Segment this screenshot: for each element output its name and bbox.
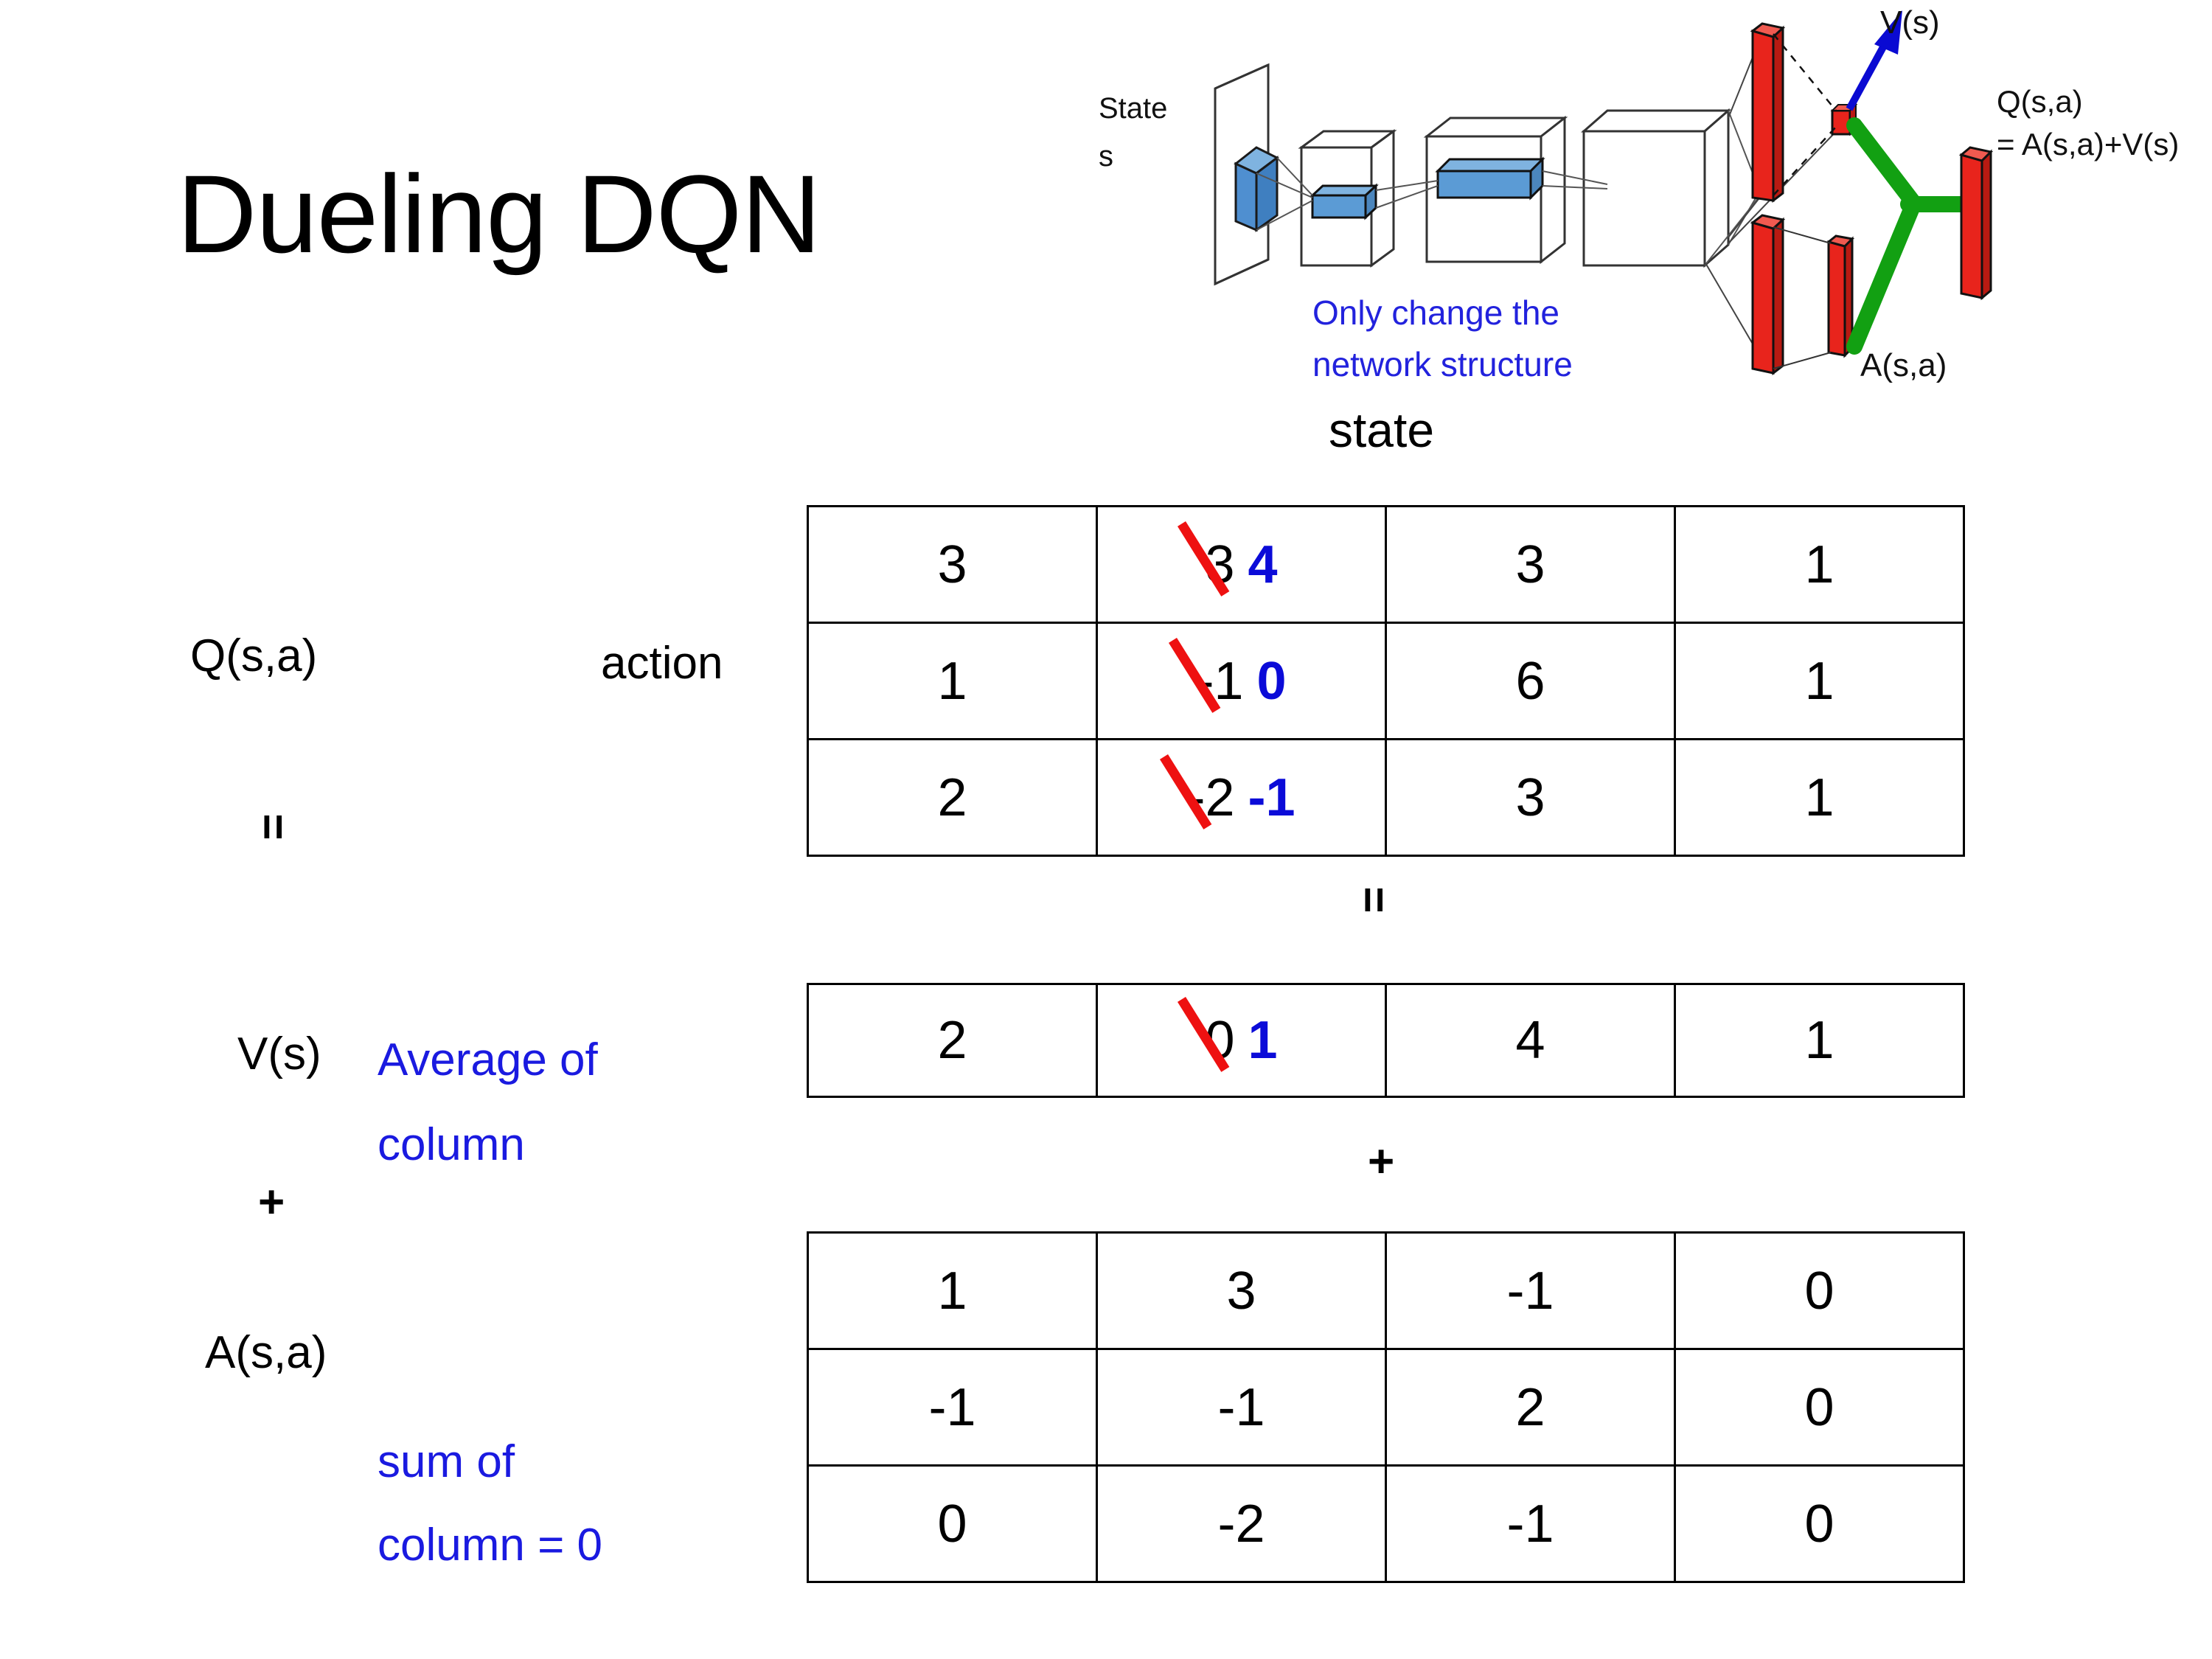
a-table: 1 3 -1 0 -1 -1 2 0 0 -2 -1 0 [807,1231,1965,1583]
v-cell-r0c0[interactable]: 2 [807,983,1098,1098]
value-stream-bar-icon [1750,22,1786,204]
conv-block-1-icon [1298,129,1397,268]
a-cell-r1c2[interactable]: 2 [1385,1348,1676,1467]
advantage-vector-bar-icon [1826,234,1855,358]
diagram-v-label: V(s) [1880,4,1940,41]
table-row: 3 3 4 3 1 [807,505,1965,624]
equals-sign-between-q-and-v: = [1349,874,1399,926]
q-label: Q(s,a) [190,630,318,681]
table-row: 2 0 1 4 1 [807,983,1965,1098]
a-cell-r2c3[interactable]: 0 [1674,1464,1965,1583]
v-cell-r0c1-old: 0 [1205,1011,1235,1070]
q-cell-r2c1-new: -1 [1248,768,1295,827]
q-cell-r2c3[interactable]: 1 [1674,738,1965,857]
table-row: 2 -2 -1 3 1 [807,738,1965,857]
plus-glyph-mid: + [1368,1136,1395,1187]
a-cell-r0c2[interactable]: -1 [1385,1231,1676,1350]
a-note-line2: column = 0 [378,1520,603,1571]
page-title: Dueling DQN [177,152,821,276]
q-cell-r0c0[interactable]: 3 [807,505,1098,624]
q-cell-r2c2[interactable]: 3 [1385,738,1676,857]
merge-connector-icon [1846,117,1969,355]
plus-sign-left: + [258,1176,285,1228]
v-cell-r0c3[interactable]: 1 [1674,983,1965,1098]
a-cell-r2c0[interactable]: 0 [807,1464,1098,1583]
equals-glyph: = [247,813,299,841]
q-cell-r0c1-new: 4 [1248,535,1278,594]
diagram-a-label: A(s,a) [1860,347,1947,383]
q-cell-r0c1-old: 3 [1205,535,1235,594]
diagram-note-line1: Only change the [1312,293,1559,332]
q-cell-r2c0[interactable]: 2 [807,738,1098,857]
q-cell-r2c1-old: -2 [1187,768,1235,827]
q-cell-r1c0[interactable]: 1 [807,622,1098,740]
a-cell-r0c1[interactable]: 3 [1096,1231,1387,1350]
a-cell-r2c2[interactable]: -1 [1385,1464,1676,1583]
a-cell-r1c0[interactable]: -1 [807,1348,1098,1467]
v-table: 2 0 1 4 1 [807,983,1965,1098]
diagram-note-line2: network structure [1312,345,1573,383]
v-cell-r0c2[interactable]: 4 [1385,983,1676,1098]
dueling-network-diagram: State s V(s) A(s,a) Q(s,a) = A(s,a)+V(s)… [1091,0,2212,413]
q-cell-r1c1-old: -1 [1196,651,1244,711]
q-cell-r1c1[interactable]: -1 0 [1096,622,1387,740]
a-cell-r0c0[interactable]: 1 [807,1231,1098,1350]
v-label: V(s) [237,1029,321,1079]
table-row: 1 -1 0 6 1 [807,622,1965,740]
diagram-state-label-line2: s [1099,140,1113,173]
conv-block-2-icon [1423,115,1568,265]
a-cell-r2c1[interactable]: -2 [1096,1464,1387,1583]
diagram-state-label-line1: State [1099,92,1167,125]
q-cell-r1c3[interactable]: 1 [1674,622,1965,740]
input-patch-icon [1234,146,1279,232]
plus-sign-between-v-and-a: + [1368,1135,1394,1188]
table-row: -1 -1 2 0 [807,1348,1965,1467]
equals-sign-q-to-va: = [248,801,299,853]
q-cell-r2c1[interactable]: -2 -1 [1096,738,1387,857]
q-cell-r1c1-new: 0 [1256,651,1287,711]
diagram-q-label-line2: = A(s,a)+V(s) [1997,127,2179,161]
q-output-bar-icon [1958,146,1994,301]
q-cell-r1c2[interactable]: 6 [1385,622,1676,740]
a-note-line1: sum of [378,1436,515,1487]
v-note-line2: column [378,1119,525,1170]
table-row: 1 3 -1 0 [807,1231,1965,1350]
a-cell-r1c3[interactable]: 0 [1674,1348,1965,1467]
action-axis-label: action [601,638,723,689]
q-cell-r0c1[interactable]: 3 4 [1096,505,1387,624]
v-note-line1: Average of [378,1034,598,1085]
v-output-arrow-icon [1846,10,1902,111]
a-label: A(s,a) [205,1327,327,1378]
a-cell-r1c1[interactable]: -1 [1096,1348,1387,1467]
diagram-q-label-line1: Q(s,a) [1997,84,2083,119]
advantage-stream-bar-icon [1750,214,1786,376]
a-cell-r0c3[interactable]: 0 [1674,1231,1965,1350]
v-cell-r0c1[interactable]: 0 1 [1096,983,1387,1098]
state-axis-label: state [1328,403,1435,457]
q-cell-r0c3[interactable]: 1 [1674,505,1965,624]
q-cell-r0c2[interactable]: 3 [1385,505,1676,624]
equals-glyph-mid: = [1348,886,1399,914]
plus-glyph: + [258,1177,285,1228]
table-row: 0 -2 -1 0 [807,1464,1965,1583]
v-cell-r0c1-new: 1 [1248,1011,1278,1070]
q-table: 3 3 4 3 1 1 -1 0 6 1 2 -2 -1 3 1 [807,505,1965,857]
